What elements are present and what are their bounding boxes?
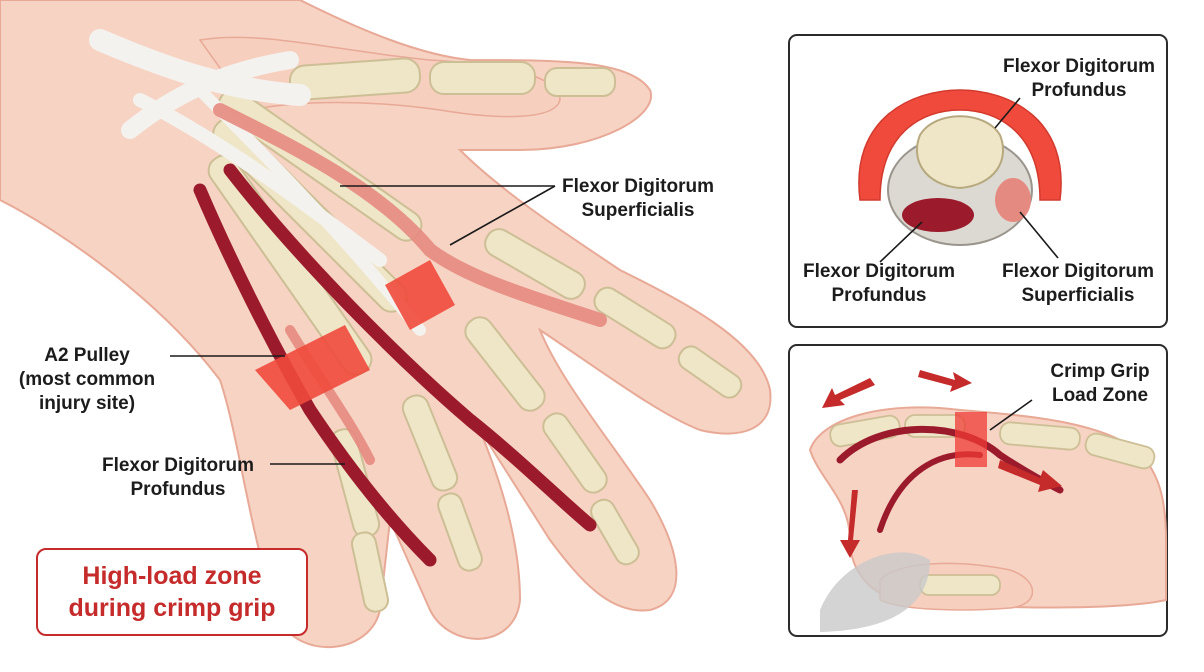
fdp-tendon-1 (223, 163, 597, 532)
cs-top-leader (994, 97, 1021, 129)
cs-right-leader (1019, 211, 1059, 259)
label-fdp-hand-line2: Profundus (130, 479, 226, 500)
label-a2-pulley: A2 Pulley (most common injury site) (12, 344, 162, 416)
arrow-icon (840, 490, 860, 558)
label-fds-hand-line2: Superficialis (581, 200, 695, 221)
label-fdp-hand-line1: Flexor Digitorum (101, 455, 254, 476)
high-load-callout: High-load zone during crimp grip (36, 548, 308, 636)
fds-leader-line-2 (449, 185, 556, 246)
label-fds-hand: Flexor Digitorum Superficialis (562, 175, 714, 223)
label-cs-left-fdp-line1: Flexor Digitorum (802, 261, 955, 282)
cross-section-fdp (902, 198, 974, 232)
label-cs-top-fdp-line1: Flexor Digitorum (1002, 56, 1155, 77)
label-cs-right-fds: Flexor Digitorum Superficialis (992, 260, 1164, 308)
label-cs-right-fds-line1: Flexor Digitorum (1001, 261, 1154, 282)
fds-tendon (213, 103, 607, 327)
label-a2-pulley-line2: (most common (18, 369, 156, 390)
label-fds-hand-line1: Flexor Digitorum (562, 176, 715, 197)
hand-illustration (0, 0, 772, 649)
crimp-hold (820, 552, 930, 632)
label-cs-top-fdp: Flexor Digitorum Profundus (992, 55, 1166, 103)
arrow-icon (918, 370, 972, 392)
label-cs-left-fdp: Flexor Digitorum Profundus (792, 260, 966, 308)
a2-pulley-upper (385, 260, 455, 330)
callout-line2: during crimp grip (68, 594, 276, 622)
fds-tendon-branch (285, 325, 375, 465)
pulley-arc (858, 89, 1062, 201)
label-crimp-zone-line1: Crimp Grip (1050, 361, 1150, 382)
cross-section-fds (995, 178, 1031, 222)
arrow-icon (998, 460, 1062, 492)
callout-line1: High-load zone (82, 562, 262, 590)
cs-left-leader (879, 221, 923, 263)
arrow-icon (822, 378, 875, 408)
wrist-ligaments (89, 29, 426, 336)
label-fdp-hand: Flexor Digitorum Profundus (90, 454, 266, 502)
label-a2-pulley-line1: A2 Pulley (44, 345, 130, 366)
label-crimp-zone: Crimp Grip Load Zone (1040, 360, 1160, 408)
cross-section-illustration (858, 89, 1062, 263)
crimp-load-zone (955, 412, 987, 467)
label-crimp-zone-line2: Load Zone (1051, 385, 1149, 406)
crimp-illustration (808, 370, 1167, 632)
force-arrows (822, 370, 1062, 558)
label-cs-top-fdp-line2: Profundus (1031, 80, 1127, 101)
crimp-leader (989, 399, 1033, 431)
a2-pulley-lower (255, 325, 370, 410)
cross-section-bone (915, 115, 1005, 190)
fdp-tendon-2 (193, 183, 437, 567)
label-a2-pulley-line3: injury site) (38, 393, 136, 414)
label-cs-left-fdp-line2: Profundus (831, 285, 927, 306)
label-cs-right-fds-line2: Superficialis (1021, 285, 1135, 306)
